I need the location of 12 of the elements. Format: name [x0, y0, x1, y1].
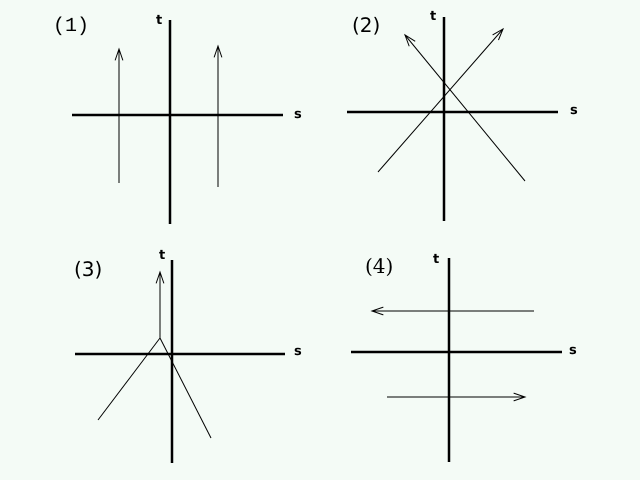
axis-label: t: [159, 249, 166, 262]
panel-number: (4): [365, 256, 394, 276]
axis-label: t: [156, 14, 162, 27]
panel-number: (2): [352, 15, 380, 35]
axis-label: s: [570, 104, 578, 117]
axis-label: s: [294, 108, 302, 121]
panel-number: (3): [74, 259, 102, 279]
axis-label: s: [294, 345, 302, 358]
axis-label: t: [430, 10, 436, 23]
axis-label: t: [433, 253, 440, 266]
axis-label: s: [569, 344, 577, 357]
panel-number: (1): [53, 17, 90, 37]
